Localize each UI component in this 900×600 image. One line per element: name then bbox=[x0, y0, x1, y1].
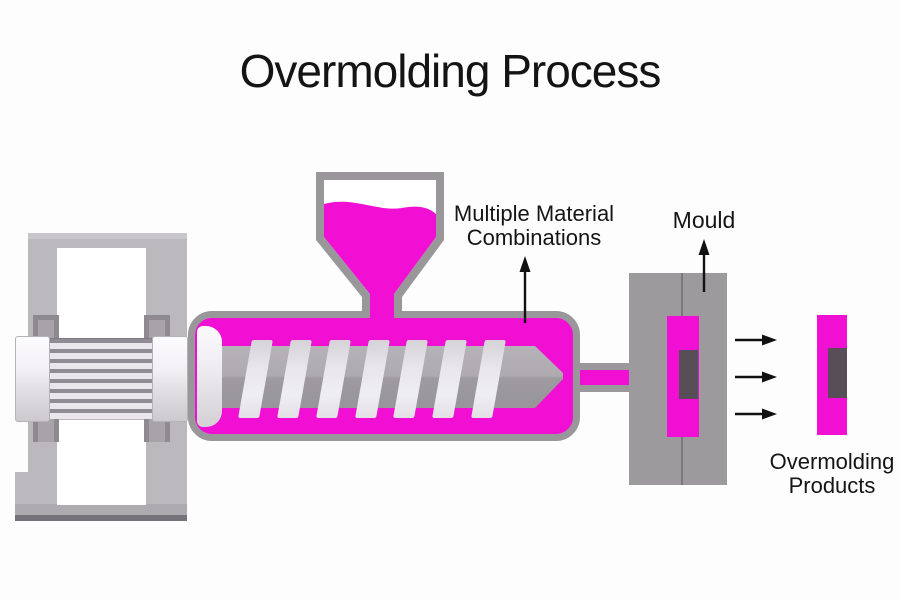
label-line: Combinations bbox=[466, 225, 602, 250]
machine-frame-base-shadow bbox=[15, 515, 187, 521]
machine-frame-top-edge bbox=[28, 233, 187, 239]
frame-window-top bbox=[57, 248, 146, 338]
hopper-liquid bbox=[324, 201, 436, 324]
label-multiple-material-combinations: Multiple Material Combinations bbox=[433, 202, 635, 250]
label-overmolding-products: Overmolding Products bbox=[751, 450, 900, 498]
page-title: Overmolding Process bbox=[239, 45, 662, 97]
bearing-mount-inset bbox=[149, 417, 165, 442]
shaft-end-cap-right bbox=[152, 336, 188, 422]
injection-barrel bbox=[188, 311, 580, 441]
label-line: Overmolding bbox=[769, 449, 895, 474]
frame-window-bottom bbox=[57, 420, 146, 505]
hopper-wall bbox=[316, 172, 444, 318]
product-core-insert bbox=[828, 348, 847, 398]
flow-arrow bbox=[735, 408, 777, 420]
nozzle-melt-channel bbox=[566, 370, 632, 385]
screw-back-cap bbox=[197, 326, 222, 427]
overmolded-product bbox=[817, 315, 847, 435]
flow-arrow bbox=[735, 334, 777, 346]
flow-arrow bbox=[735, 371, 777, 383]
label-line: Multiple Material bbox=[453, 201, 615, 226]
machine-frame-base bbox=[15, 504, 187, 516]
bearing-mount-inset bbox=[38, 417, 54, 442]
mould-block bbox=[629, 273, 727, 485]
hopper-interior bbox=[324, 180, 436, 318]
label-line: Products bbox=[788, 473, 876, 498]
label-mould: Mould bbox=[672, 207, 736, 233]
drive-shaft bbox=[45, 338, 153, 419]
shaft-end-cap-left bbox=[15, 336, 50, 422]
mould-insert-part bbox=[679, 350, 698, 399]
